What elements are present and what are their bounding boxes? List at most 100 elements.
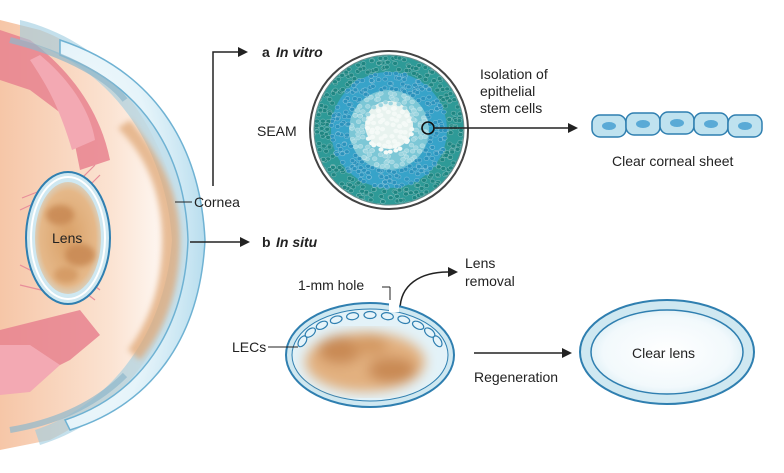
seam-cell	[335, 77, 342, 82]
seam-cell	[429, 145, 436, 150]
seam-cell	[334, 124, 341, 129]
seam-cell	[456, 118, 463, 123]
panel-a-letter: a	[262, 44, 270, 60]
seam-cell	[391, 139, 398, 144]
seam-cell	[382, 153, 388, 159]
seam-cell	[314, 129, 320, 135]
seam-cell	[315, 112, 322, 118]
seam-cell	[411, 108, 417, 114]
seam-cell	[357, 113, 363, 119]
seam-cell	[374, 130, 381, 135]
seam-cell	[369, 165, 376, 171]
seam-cell	[328, 123, 335, 128]
seam-cell	[431, 160, 438, 166]
seam-cell	[450, 160, 457, 166]
seam-cell	[358, 165, 364, 170]
seam-cell	[427, 135, 434, 141]
seam-cell	[376, 142, 382, 147]
seam-cell	[360, 61, 367, 66]
seam-cell	[356, 97, 362, 102]
lec-cell	[346, 312, 360, 321]
lens-removal-label-2: removal	[465, 273, 515, 289]
seam-cell	[440, 166, 446, 171]
seam-cell	[406, 84, 412, 90]
seam-cell	[379, 126, 386, 132]
seam-cell	[344, 132, 350, 138]
seam-cell	[431, 78, 437, 83]
seam-cell	[404, 113, 410, 118]
seam-cell	[324, 92, 330, 98]
seam-cell	[409, 126, 415, 132]
seam-cell	[321, 143, 327, 149]
seam-cell	[413, 127, 419, 133]
seam-cell	[359, 188, 365, 194]
seam-cell	[383, 175, 390, 180]
seam-cell	[378, 194, 384, 199]
seam-cell	[342, 98, 349, 104]
seam-cell	[415, 79, 422, 84]
seam-cell	[381, 106, 388, 111]
seam-cells	[314, 55, 464, 205]
seam-cell	[389, 134, 395, 139]
seam-cell	[409, 99, 415, 105]
seam-cell	[413, 66, 419, 71]
seam-cell	[427, 139, 433, 145]
seam-cell	[330, 91, 337, 96]
seam-cell	[433, 151, 439, 156]
seam-cell	[442, 135, 448, 141]
seam-cell	[332, 87, 339, 93]
seam-cell	[369, 58, 375, 64]
seam-cell	[330, 153, 336, 159]
seam-cell	[385, 109, 391, 115]
clear-corneal-sheet-label: Clear corneal sheet	[612, 153, 734, 169]
seam-cell	[372, 183, 378, 188]
seam-cell	[376, 60, 382, 66]
seam-cell	[365, 120, 371, 125]
lec-cell	[304, 327, 317, 338]
seam-cell	[320, 157, 327, 162]
seam-cell	[337, 147, 344, 152]
seam-cell	[374, 125, 381, 131]
lec-cell	[315, 320, 329, 331]
seam-cell	[323, 148, 329, 154]
seam-cell	[365, 69, 371, 75]
seam-cell	[378, 183, 384, 188]
seam-cell	[340, 160, 346, 165]
seam-cell	[396, 67, 402, 72]
seam-cell	[353, 144, 359, 149]
seam-cell	[352, 87, 359, 93]
seam-cell	[378, 147, 384, 152]
seam-cell	[400, 157, 406, 162]
seam-cell	[403, 154, 410, 160]
seam-cell	[362, 87, 368, 93]
seam-cell	[421, 117, 427, 123]
seam-cell	[414, 90, 420, 95]
seam-cell	[368, 192, 374, 198]
seam-cell	[393, 97, 399, 102]
seam-cell	[347, 182, 353, 188]
seam-cell	[339, 181, 345, 187]
seam-cell	[346, 175, 353, 181]
seam-cell	[317, 107, 324, 113]
seam-cell	[393, 128, 399, 134]
seam-cell	[451, 97, 457, 102]
seam-cell	[357, 66, 364, 72]
seam-cell	[383, 184, 389, 189]
seam-cell	[357, 177, 364, 182]
seam-cell	[388, 101, 394, 106]
seam-cell	[334, 152, 340, 157]
seam-cell	[403, 187, 409, 192]
seam-cell	[352, 113, 358, 118]
seam-cell	[406, 158, 412, 164]
corneal-sheet	[591, 111, 763, 138]
seam-cell	[386, 168, 392, 174]
seam-cell	[422, 65, 428, 70]
seam-cell	[447, 91, 454, 96]
seam-cell	[414, 178, 420, 183]
seam-cell	[345, 87, 351, 93]
seam-cell	[402, 129, 408, 135]
seam-cell	[329, 100, 335, 106]
lec-cell	[329, 315, 343, 325]
